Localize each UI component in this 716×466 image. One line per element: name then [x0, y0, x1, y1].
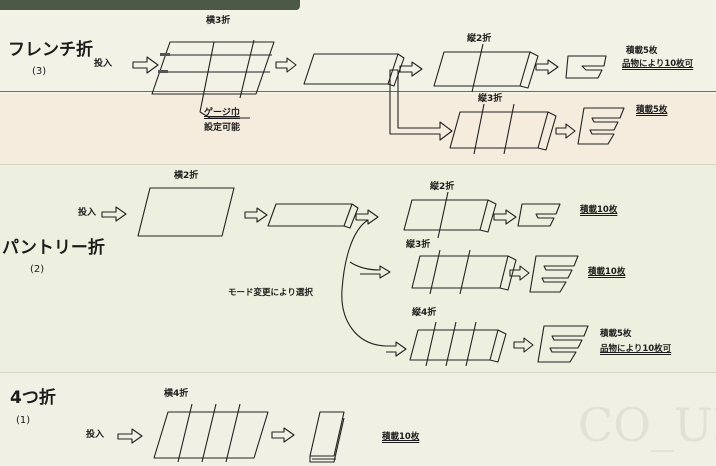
fold-label-vertical4: 縦4折 [412, 308, 437, 318]
stack-icon [309, 411, 345, 463]
gauge-label: ゲージ巾 [204, 108, 240, 118]
stack-note: 積載5枚 [600, 329, 632, 339]
red-divider [0, 91, 716, 92]
section-title-quarter: 4つ折 [10, 388, 56, 408]
folded-piece [449, 111, 557, 151]
fold-label-horizontal3: 横3折 [206, 16, 231, 26]
input-label: 投入 [86, 430, 105, 440]
section-title-french: フレンチ折 [8, 40, 93, 60]
fold-label-vertical2: 縦2折 [430, 182, 455, 192]
section-divider [0, 164, 716, 165]
fold-label-vertical2: 縦2折 [467, 34, 492, 44]
stack-icon [537, 325, 589, 363]
stack-note: 積載5枚 [626, 46, 658, 56]
folded-piece [409, 329, 507, 363]
fold-label-horizontal2: 横2折 [174, 171, 199, 181]
folded-strip [267, 203, 359, 229]
fold-label-vertical3: 縦3折 [406, 240, 431, 250]
input-arrow [132, 56, 159, 74]
sheet-flat [153, 411, 269, 459]
input-arrow [101, 206, 127, 222]
sheet-flat [151, 41, 275, 95]
process-arrow [244, 207, 268, 223]
section-french-fold-lower-bg [0, 94, 716, 164]
section-number: (3) [32, 66, 47, 77]
stack-note: 積載10枚 [382, 432, 420, 442]
section-number: (2) [30, 264, 45, 275]
branch-arrow [386, 341, 407, 357]
process-arrow [271, 427, 295, 443]
process-arrow [275, 57, 297, 73]
fold-label-horizontal4: 横4折 [164, 389, 189, 399]
stack-note-2: 品物により10枚可 [600, 344, 672, 354]
stack-note: 積載5枚 [636, 105, 668, 115]
section-quarter-fold-bg [0, 372, 716, 466]
input-arrow [117, 428, 143, 444]
stack-icon [529, 255, 579, 293]
process-arrow [513, 337, 534, 353]
stack-note: 積載10枚 [588, 267, 626, 277]
process-arrow [535, 59, 559, 75]
mode-selection-note: モード変更により選択 [228, 288, 313, 298]
process-arrow [509, 265, 530, 281]
folded-piece [411, 255, 517, 291]
folded-piece [403, 199, 497, 233]
stack-note-2: 品物により10枚可 [622, 59, 694, 69]
section-pantry-fold-bg [0, 164, 716, 372]
process-arrow [399, 61, 423, 77]
background-watermark: CO_UD [578, 398, 716, 452]
sheet-flat [137, 187, 235, 237]
section-title-pantry: パントリー折 [2, 238, 105, 258]
branch-arrow [389, 69, 453, 141]
stack-icon [517, 203, 561, 227]
branch-line [341, 219, 387, 347]
stack-icon [577, 107, 625, 145]
section-divider [0, 372, 716, 373]
section-number: (1) [16, 415, 31, 426]
gauge-label-2: 設定可能 [204, 123, 241, 133]
process-arrow [493, 209, 517, 225]
stack-note: 積載10枚 [580, 205, 618, 215]
process-arrow [555, 123, 576, 139]
folded-strip [303, 53, 405, 87]
input-label: 投入 [94, 59, 113, 69]
header-bar [0, 0, 300, 10]
process-arrow [355, 209, 379, 225]
stack-icon [565, 55, 607, 79]
branch-arrow [349, 261, 391, 279]
input-label: 投入 [78, 208, 97, 218]
fold-label-vertical3: 縦3折 [478, 94, 503, 104]
folded-piece [433, 51, 539, 89]
